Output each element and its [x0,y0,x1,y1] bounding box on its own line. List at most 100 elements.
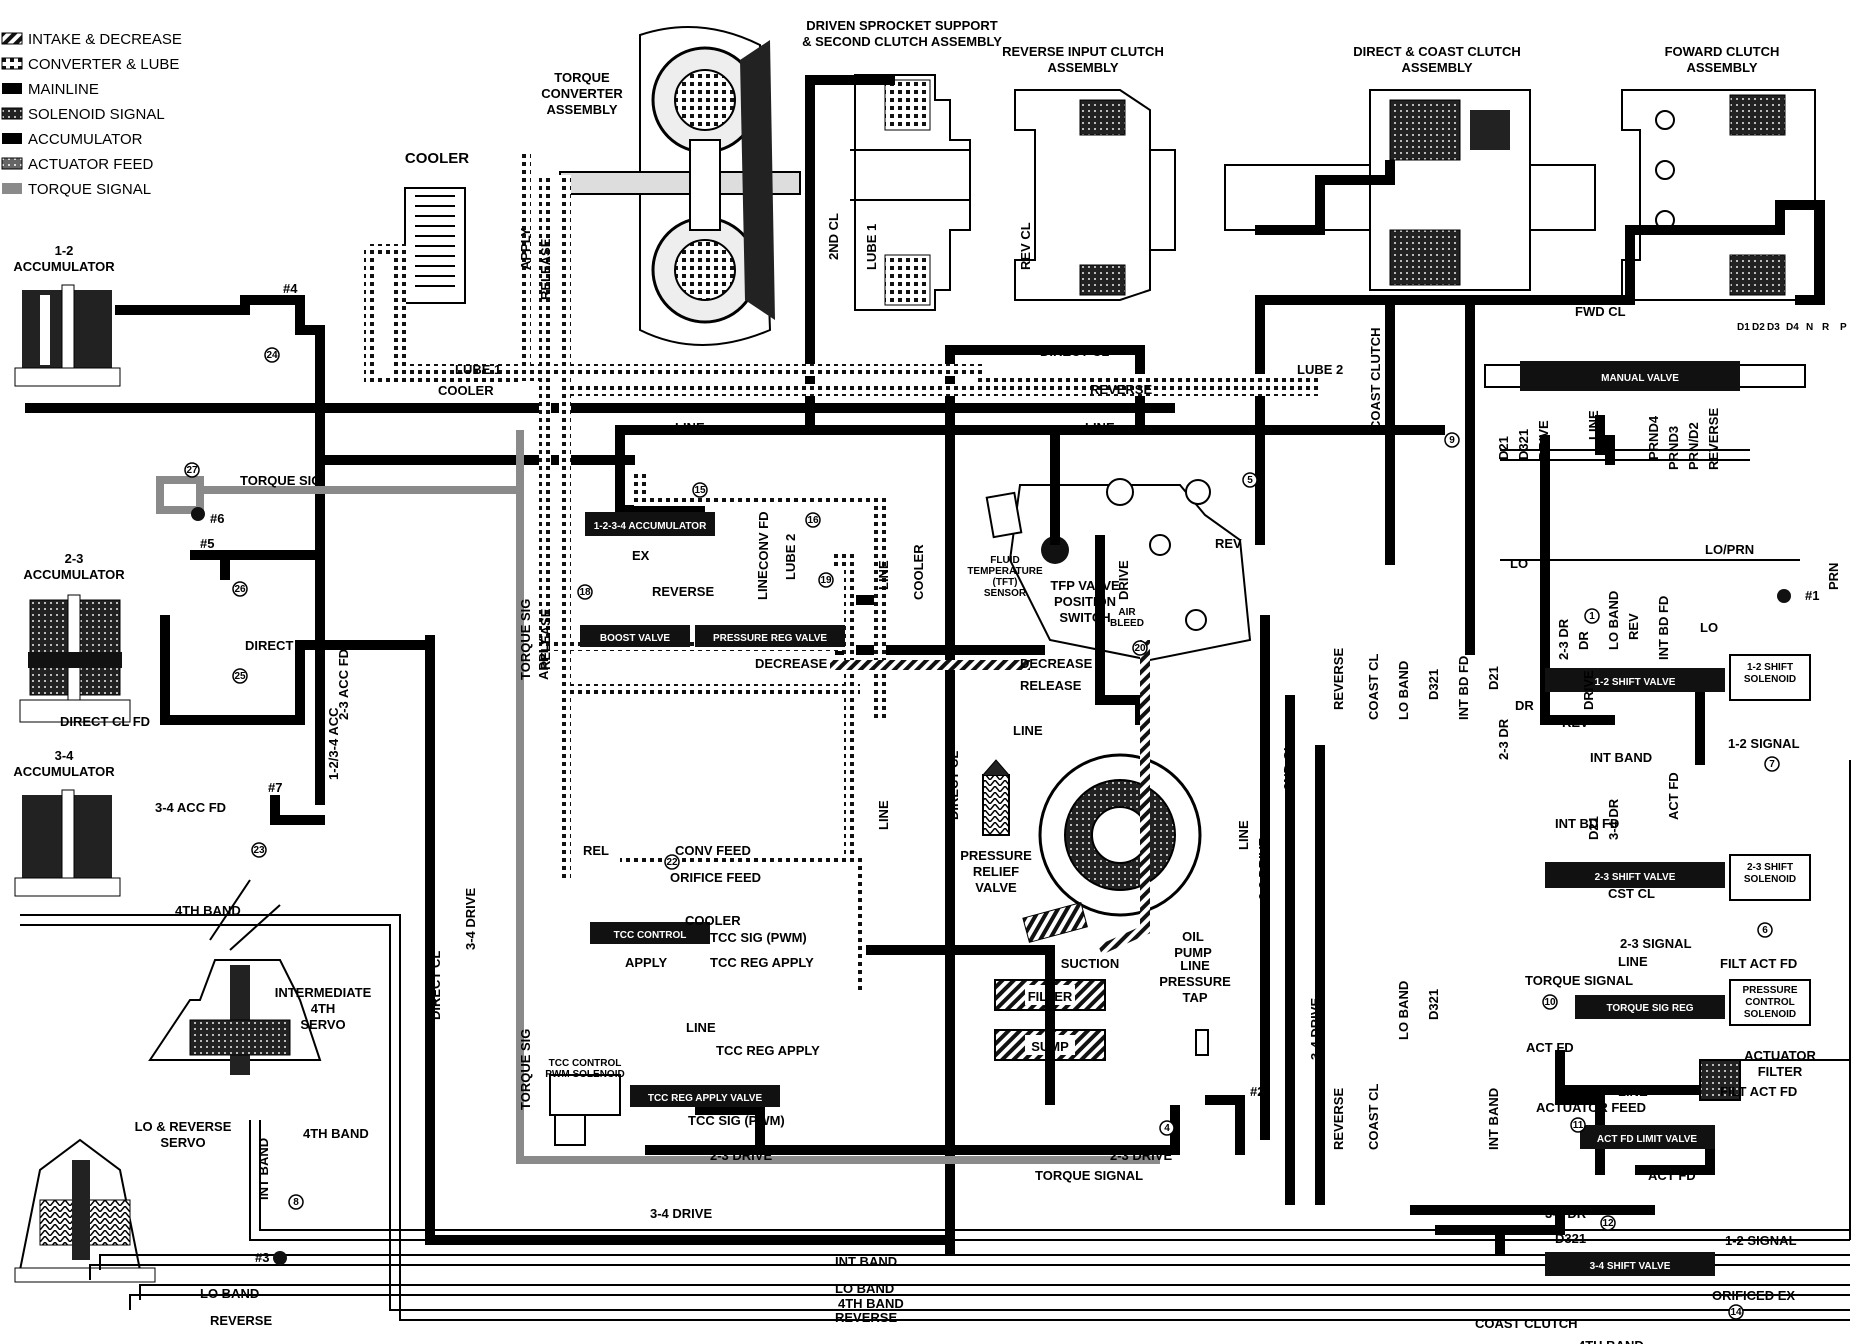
orifice-27-label: 27 [186,465,198,476]
label-23-drive-tap: 2-3 DRIVE [1110,1148,1172,1163]
legend-label-accumulator: ACCUMULATOR [28,131,143,148]
label-lo-band-v: LO BAND [1396,661,1411,720]
label-release-v: RELEASE [538,238,553,300]
label-12-signal: 1-2 SIGNAL [1728,736,1800,751]
solenoid-2-3-title-2: SOLENOID [1744,874,1796,885]
legend-label-actuator: ACTUATOR FEED [28,156,153,173]
intermediate-servo [148,879,322,1075]
orifice-19-label: 19 [820,575,832,586]
label-lube1: LUBE 1 [455,362,501,377]
intermediate-servo-title-3: SERVO [300,1017,345,1032]
accumulator-2-3-title-2: ACCUMULATOR [23,567,125,582]
orifice-7-label: 7 [1769,759,1775,770]
orifices: 1 4 5 6 7 8 9 10 11 12 14 15 16 18 19 20… [184,347,1780,1320]
pressure-relief-valve [982,759,1010,836]
orifice-4 [1159,1120,1175,1136]
intermediate-servo-title-1: INTERMEDIATE [275,985,372,1000]
label-cooler-lower: COOLER [685,913,741,928]
label-d321-v: D321 [1426,669,1441,700]
checkball-6-icon [191,507,205,521]
lo-reverse-servo-title-2: SERVO [160,1135,205,1150]
label-int-bd-fd-v: INT BD FD [1456,656,1471,720]
accumulator-3-4 [14,789,121,897]
shift-valve-1-2 [1545,654,1811,701]
accumulator-1234-valve [585,512,715,536]
label-int-bd-fd: INT BD FD [1555,816,1619,831]
prv-title-1: PRESSURE [960,848,1032,863]
label-direct-cl-fd: DIRECT CL FD [60,714,150,729]
shift-valve-3-4 [1545,1252,1715,1276]
manual-position-r: R [1822,322,1830,333]
torque-sig-reg-label: TORQUE SIG REG [1606,1003,1693,1014]
label-reverse-lower: REVERSE [835,1310,897,1325]
legend-label-solenoid: SOLENOID SIGNAL [28,106,165,123]
label-reverse-v2: REVERSE [1331,1088,1346,1150]
boost-valve-label: BOOST VALVE [600,633,671,644]
label-apply-v: APPLY [518,228,533,270]
checkball-3-icon [273,1251,287,1265]
label-prn-v: PRN [1826,563,1841,590]
accumulator-3-4-title-1: 3-4 [55,748,75,763]
label-34-drive-v: 3-4 DRIVE [463,888,478,950]
label-torque-signal: TORQUE SIGNAL [1525,973,1633,988]
orifice-12-label: 12 [1602,1218,1614,1229]
label-conv-feed: CONV FEED [675,843,751,858]
checkball-6-label: #6 [210,511,224,526]
shift-valve-1-2-label: 1-2 SHIFT VALVE [1595,677,1676,688]
checkball-1-label: #1 [1805,588,1819,603]
torque-converter-title-3: ASSEMBLY [546,102,617,117]
orifice-11 [1570,1117,1586,1133]
orifice-23-label: 23 [253,845,265,856]
orifice-5-label: 5 [1247,475,1253,486]
orifice-16 [805,512,821,528]
label-second-cl: 2ND CL [1100,400,1147,415]
accumulator-2-3-title-1: 2-3 [65,551,84,566]
direct-coast-title-2: ASSEMBLY [1401,60,1472,75]
label-line-v: LINE [876,560,891,590]
tfp-title-2: POSITION [1054,594,1116,609]
tcc-control-valve-label: TCC CONTROL [614,930,687,941]
torque-converter-title-2: CONVERTER [541,86,623,101]
label-fourth-band-servo: 4TH BAND [303,1126,369,1141]
label-int-bd-fd-12: INT BD FD [1656,596,1671,660]
prv-title-2: RELIEF [973,864,1019,879]
tfp-valve-switch [985,478,1252,662]
checkballs: #4 #5 #6 #7 #1 #2 #3 [191,281,1819,1265]
orifice-26 [232,581,248,597]
driven-sprocket-title-1: DRIVEN SPROCKET SUPPORT [806,18,997,33]
orifice-22-label: 22 [666,857,678,868]
label-torque-sig-v: TORQUE SIG [518,599,533,680]
tap-title-3: TAP [1182,990,1207,1005]
label-direct-cl-v2: DIRECT CL [428,951,443,1020]
fluid-temp-title-3: (TFT) [993,577,1018,588]
checkball-3-label: #3 [255,1250,269,1265]
torque-converter-title-1: TORQUE [554,70,610,85]
lo-reverse-servo [14,1138,156,1283]
legend-swatch-solenoid [1,107,23,120]
label-lo-band-left: LO BAND [200,1286,259,1301]
label-orificed-ex: ORIFICED EX [1712,1288,1795,1303]
pressure-tap-plug [1195,1029,1209,1056]
shift-valve-2-3 [1545,854,1811,901]
label-second-clutch: 2ND CLUTCH [130,400,213,415]
fluid-temp-title-1: FLUID [990,555,1019,566]
reverse-input-clutch [1014,89,1176,301]
manual-position-n: N [1806,322,1813,333]
label-prnd3: PRND3 [1666,426,1681,470]
label-34-dr: 3-4 DR [1545,1206,1587,1221]
torque-sig-reg-valve [1575,979,1811,1026]
label-cst-cl: CST CL [1608,886,1655,901]
label-direct-cl-v: DIRECT CL [946,751,961,820]
orifice-27 [184,462,200,478]
label-tcc-reg-apply-2: TCC REG APPLY [710,955,814,970]
orifice-6 [1757,922,1773,938]
orifice-12 [1600,1215,1616,1231]
air-bleed-2: BLEED [1110,618,1144,629]
label-release-v2: RELEASE [538,608,553,670]
orifice-25-label: 25 [234,671,246,682]
orifice-8-label: 8 [293,1197,299,1208]
orifice-15-label: 15 [694,485,706,496]
label-rev-cl-v: REV CL [1018,222,1033,270]
pcs-title-3: SOLENOID [1744,1009,1796,1020]
